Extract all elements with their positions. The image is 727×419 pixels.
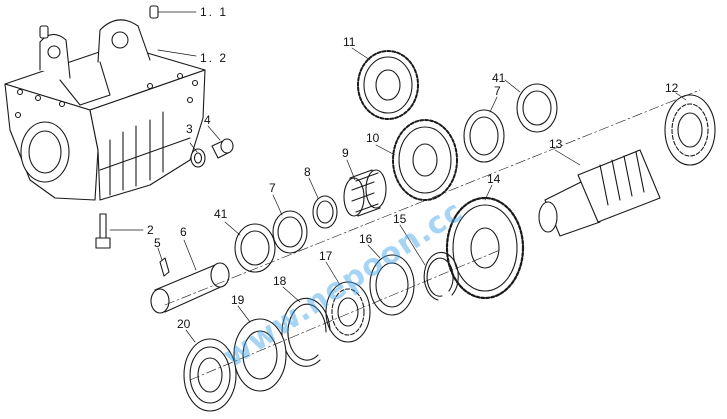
label-part-17: 17	[319, 249, 333, 263]
label-part-1-2: 1. 2	[200, 51, 228, 65]
part-19-seal	[233, 318, 287, 392]
label-part-16: 16	[359, 232, 373, 246]
part-15-snap-ring	[423, 251, 459, 301]
label-part-5: 5	[154, 236, 161, 250]
part-41-thrust-washer-left	[234, 223, 276, 273]
label-part-12: 12	[665, 81, 679, 95]
part-5-pin	[159, 257, 170, 277]
part-1-1-dowel-pin-left	[39, 25, 49, 39]
part-4-plug	[211, 138, 234, 159]
part-7-washer-right	[463, 109, 505, 163]
part-12-ball-bearing	[664, 94, 716, 166]
leader-lines	[157, 47, 687, 343]
part-20-cover-plate	[183, 338, 237, 412]
part-6-shaft	[150, 262, 230, 314]
part-18-snap-ring	[281, 297, 331, 367]
part-41-thrust-washer-right	[516, 83, 558, 133]
part-8-ring	[312, 195, 338, 229]
label-part-41-left: 41	[214, 207, 228, 221]
label-part-4: 4	[204, 113, 211, 127]
label-part-13: 13	[549, 137, 563, 151]
label-part-6: 6	[180, 225, 187, 239]
part-9-needle-bearing	[343, 169, 387, 217]
label-part-7-left: 7	[269, 181, 276, 195]
part-labels: 1. 1 1. 2 2 3 4 5 6 7 8 9 10 11 12 13 14…	[147, 5, 679, 331]
part-10-gear	[392, 119, 458, 201]
label-part-7-right: 7	[494, 84, 501, 98]
part-1-1-dowel-pin	[149, 5, 197, 19]
label-part-20: 20	[177, 317, 191, 331]
label-part-18: 18	[273, 274, 287, 288]
label-part-3: 3	[186, 122, 193, 136]
part-2-bolt	[95, 213, 144, 249]
label-part-1-1: 1. 1	[200, 5, 228, 19]
part-7-washer-left	[272, 210, 308, 254]
part-14-large-gear	[445, 196, 525, 300]
part-17-ball-bearing	[325, 281, 371, 343]
gearbox-housing	[4, 19, 206, 201]
label-part-14: 14	[487, 172, 501, 186]
label-part-41-right: 41	[492, 71, 506, 85]
label-part-11: 11	[343, 35, 356, 49]
label-part-19: 19	[231, 293, 245, 307]
label-part-2: 2	[147, 223, 154, 237]
assembly-centerlines	[164, 89, 701, 381]
label-part-10: 10	[366, 131, 380, 145]
watermark-text: www.nepoon.cc	[217, 194, 470, 375]
label-part-9: 9	[342, 146, 349, 160]
part-11-gear	[357, 50, 419, 120]
part-3-washer	[190, 148, 206, 168]
label-part-8: 8	[304, 165, 311, 179]
part-13-splined-shaft	[538, 149, 661, 237]
label-part-15: 15	[393, 212, 407, 226]
